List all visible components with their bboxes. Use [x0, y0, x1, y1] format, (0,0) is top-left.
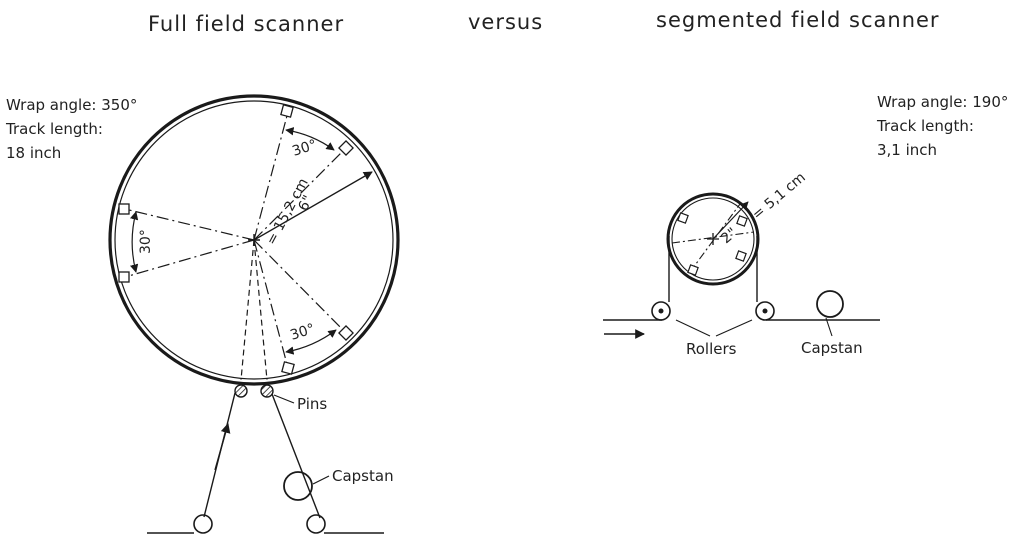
seg-drum-outer: [666, 192, 760, 286]
seg-center-mark: [707, 233, 719, 245]
seg-roller-right-axle: [762, 308, 768, 314]
full-pins-label: Pins: [297, 395, 327, 413]
full-pin-left: [234, 384, 248, 398]
seg-roller-right: [755, 301, 775, 321]
full-head-3: [118, 203, 130, 215]
full-head-1: [280, 104, 294, 118]
seg-capstan: [816, 290, 844, 318]
seg-rollers-leader-right: [715, 319, 753, 337]
seg-rollers-leader-left: [675, 319, 711, 337]
seg-roller-left-axle: [658, 308, 664, 314]
full-head-4: [118, 271, 130, 283]
seg-rollers-label: Rollers: [686, 340, 737, 358]
title-segmented-field: segmented field scanner: [656, 8, 940, 32]
title-full-field: Full field scanner: [148, 12, 344, 36]
full-heads: [118, 104, 354, 375]
full-angle-left-label: 30°: [138, 229, 154, 254]
seg-radius-arrow: [712, 201, 749, 240]
seg-heads: [677, 212, 748, 276]
full-pin-lines: [240, 239, 268, 381]
full-diameter-in: 6": [295, 193, 316, 214]
seg-wrap-angle: Wrap angle: 190°: [877, 93, 1008, 111]
full-head-6: [281, 361, 295, 375]
full-field-scanner: 30° 30° 30° 6" = 15,2 cm Pins Capstan: [108, 94, 400, 534]
full-pin-right: [260, 384, 274, 398]
full-drum-inner: [114, 100, 394, 380]
seg-head-axes: [671, 203, 755, 273]
seg-drum-inner: [671, 197, 755, 281]
full-wrap-angle: Wrap angle: 350°: [6, 96, 137, 114]
full-head-2: [338, 140, 354, 156]
full-roller-right: [306, 514, 326, 534]
full-capstan-label: Capstan: [332, 467, 394, 485]
full-capstan-leader: [312, 475, 330, 485]
full-radius-arrow: [253, 171, 373, 241]
seg-roller-left: [651, 301, 671, 321]
full-head-axes: [124, 111, 347, 369]
full-angle-arc-left: [130, 211, 139, 273]
full-angle-top-label: 30°: [290, 137, 319, 160]
title-versus: versus: [468, 10, 543, 34]
seg-track-length-label: Track length:: [876, 117, 974, 135]
full-head-5: [338, 325, 354, 341]
full-drum-outer: [108, 94, 400, 386]
seg-tape-path: [603, 236, 880, 321]
full-pins-leader: [273, 394, 295, 404]
full-angle-bottom-label: 30°: [288, 321, 317, 344]
seg-diameter-cm: = 5,1 cm: [749, 170, 808, 224]
seg-capstan-label: Capstan: [801, 339, 863, 357]
full-angle-arc-top: [285, 127, 335, 151]
full-track-length-label: Track length:: [5, 120, 103, 138]
seg-track-length-value: 3,1 inch: [877, 141, 937, 159]
full-capstan: [283, 471, 313, 501]
full-roller-left: [193, 514, 213, 534]
segmented-field-scanner: 2" = 5,1 cm Rollers Capstan: [603, 170, 880, 358]
full-angle-arc-bottom: [285, 329, 337, 355]
full-direction-arrow: [214, 423, 231, 471]
full-track-length-value: 18 inch: [6, 144, 61, 162]
full-tape-path: [147, 392, 384, 534]
seg-capstan-leader: [825, 317, 833, 337]
